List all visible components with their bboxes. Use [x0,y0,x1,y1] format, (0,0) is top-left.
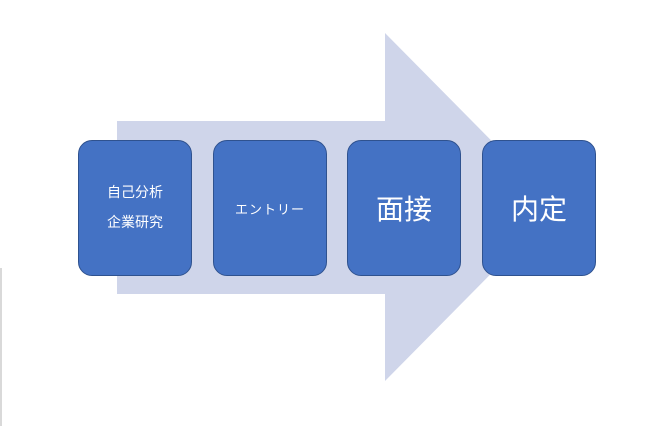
left-edge-line [0,268,2,426]
step-4-label: 内定 [510,193,567,226]
step-interview: 面接 [347,140,461,276]
step-2-label: エントリー [234,202,305,218]
step-1-line-1: 自己分析 [107,185,163,201]
step-offer: 内定 [482,140,596,276]
step-1-line-2: 企業研究 [107,215,163,231]
step-self-analysis: 自己分析 企業研究 [78,140,192,276]
step-3-label: 面接 [375,193,432,226]
step-entry: エントリー [213,140,327,276]
